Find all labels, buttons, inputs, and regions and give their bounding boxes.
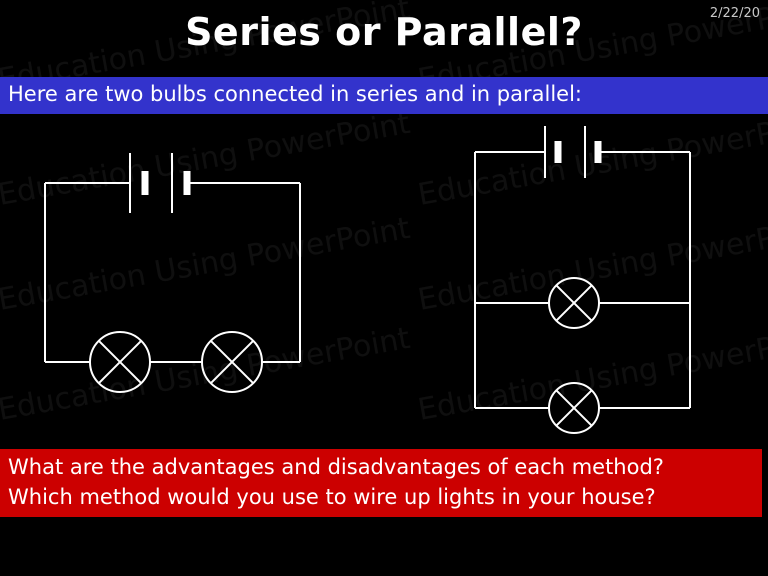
parallel-bulb <box>548 277 600 329</box>
parallel-circuit <box>474 126 691 434</box>
intro-text: Here are two bulbs connected in series a… <box>8 82 582 106</box>
watermark-text: Education Using PowerPoint <box>415 211 768 318</box>
bulb-circle <box>548 277 600 329</box>
bulb-cross <box>555 389 593 427</box>
question-line: Which method would you use to wire up li… <box>8 485 656 509</box>
watermark-text: Education Using PowerPoint <box>0 321 413 428</box>
bulb-cross <box>98 340 142 384</box>
parallel-bulb <box>548 382 600 434</box>
slide-title: Series or Parallel? <box>185 10 583 54</box>
series-circuit <box>44 153 301 393</box>
slide-date: 2/22/20 <box>709 6 760 21</box>
parallel-battery <box>544 126 602 178</box>
watermark-layer: Education Using PowerPoint Education Usi… <box>0 0 768 428</box>
bulb-cross <box>210 340 254 384</box>
bulb-circle <box>201 331 263 393</box>
watermark-text: Education Using PowerPoint <box>0 106 413 213</box>
series-bulb <box>89 331 151 393</box>
watermark-text: Education Using PowerPoint <box>0 211 413 318</box>
question-line: What are the advantages and disadvantage… <box>8 455 664 479</box>
watermark-text: Education Using PowerPoint <box>415 106 768 213</box>
intro-bar: Here are two bulbs connected in series a… <box>0 77 768 114</box>
question-box: What are the advantages and disadvantage… <box>0 449 762 517</box>
series-bulb <box>201 331 263 393</box>
series-battery <box>129 153 191 213</box>
bulb-circle <box>89 331 151 393</box>
watermark-text: Education Using PowerPoint <box>415 321 768 428</box>
bulb-cross <box>555 284 593 322</box>
bulb-circle <box>548 382 600 434</box>
